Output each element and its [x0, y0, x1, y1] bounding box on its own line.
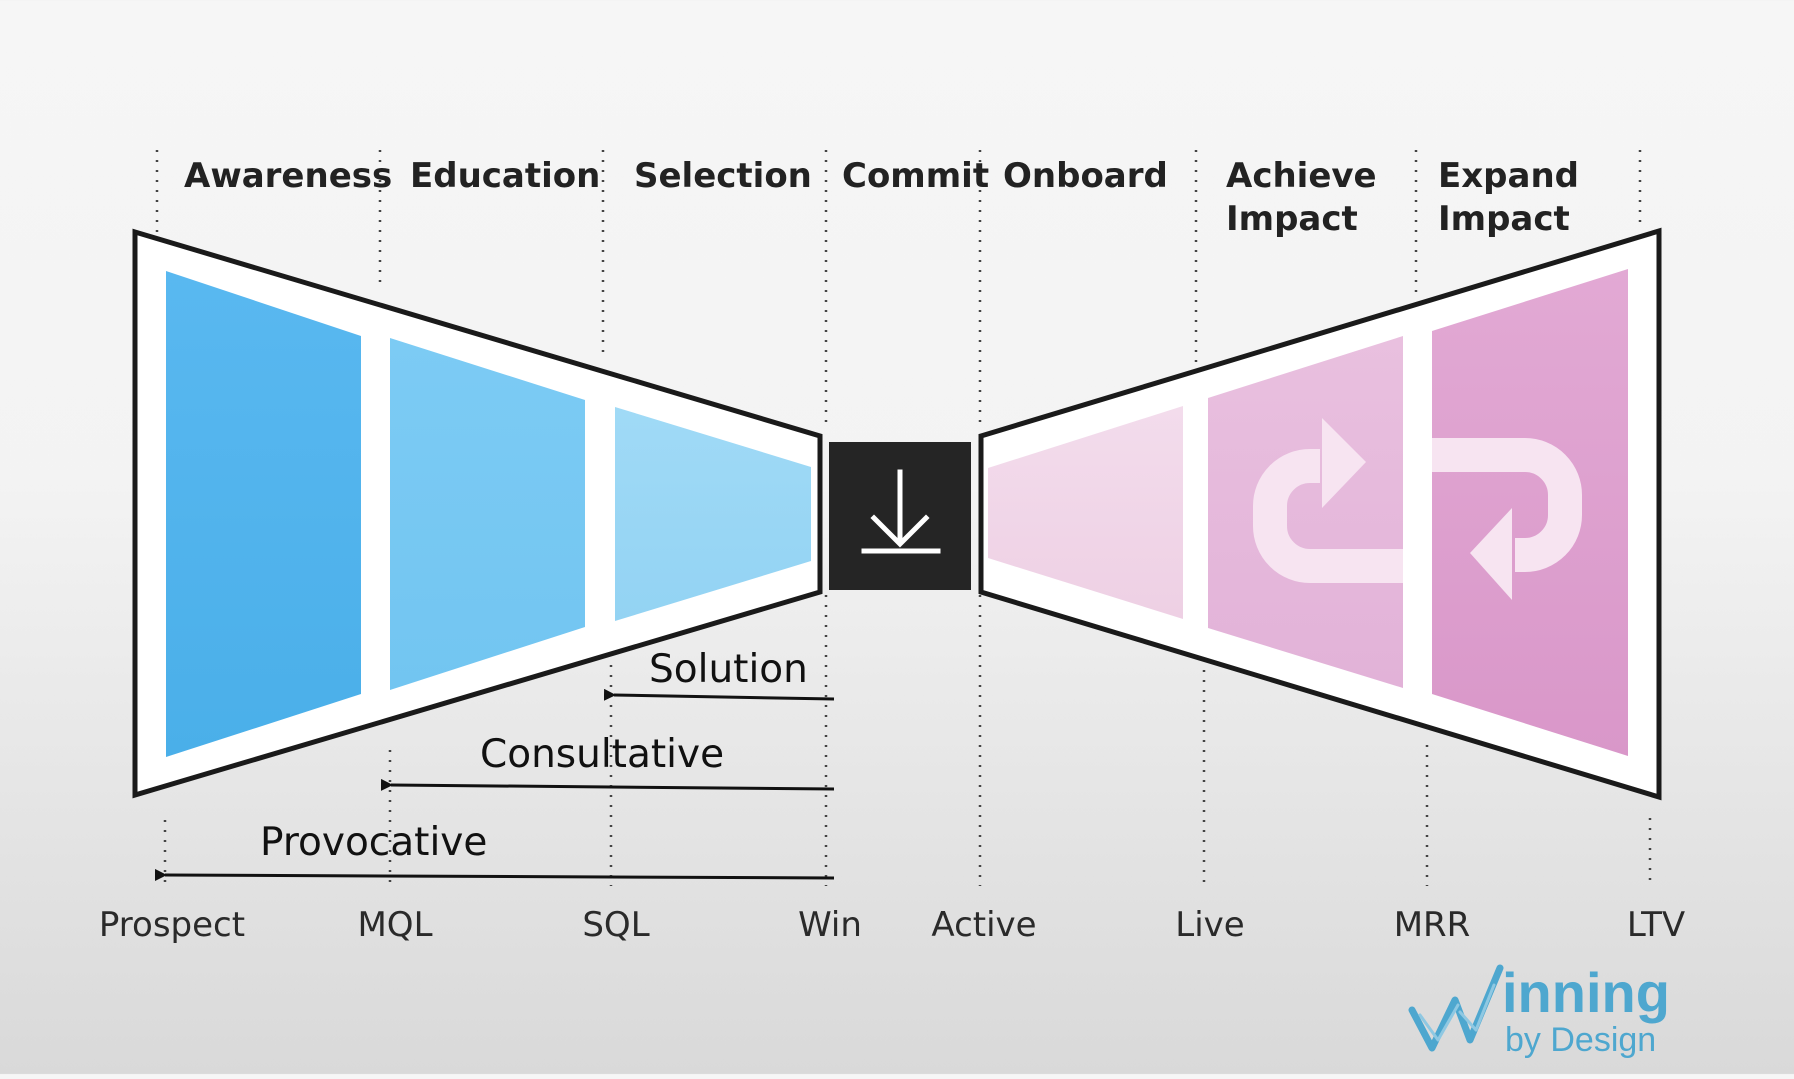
consultative-label: Consultative — [480, 732, 724, 777]
achieve-impact-segment — [1208, 336, 1403, 688]
logo-tagline: by Design — [1505, 1021, 1656, 1059]
stage-achieve-impact-line2: Impact — [1226, 199, 1358, 239]
awareness-segment — [166, 271, 361, 757]
stage-commit: Commit — [842, 156, 989, 196]
selection-segment — [615, 407, 811, 621]
consultative-arrow — [380, 778, 835, 791]
provocative-arrow — [154, 868, 835, 881]
milestone-active: Active — [931, 905, 1036, 945]
sales-motions: Solution Consultative Provocative — [154, 647, 835, 881]
stage-titles: Awareness Education Selection Commit Onb… — [184, 156, 1579, 239]
milestone-prospect: Prospect — [99, 905, 245, 945]
stage-expand-impact-line1: Expand — [1438, 156, 1579, 196]
loop-arrow-up-icon — [1253, 418, 1403, 583]
stage-expand-impact-line2: Impact — [1438, 199, 1570, 239]
download-arrow-icon — [861, 469, 941, 554]
stage-education: Education — [410, 156, 600, 196]
commit-box — [829, 442, 971, 590]
milestone-live: Live — [1175, 905, 1244, 945]
stage-achieve-impact-line1: Achieve — [1226, 156, 1377, 196]
milestone-sql: SQL — [582, 905, 649, 945]
solution-arrow — [603, 688, 835, 701]
milestones: Prospect MQL SQL Win Active Live MRR LTV — [99, 905, 1685, 945]
logo-w-mark — [1408, 964, 1504, 1052]
milestone-mql: MQL — [357, 905, 432, 945]
solution-label: Solution — [649, 647, 808, 692]
loop-arrow-down-icon — [1432, 438, 1582, 600]
stage-onboard: Onboard — [1003, 156, 1168, 196]
stage-selection: Selection — [634, 156, 812, 196]
expand-impact-segment — [1432, 269, 1628, 756]
education-segment — [390, 338, 585, 690]
onboard-segment — [988, 406, 1183, 619]
provocative-label: Provocative — [260, 820, 487, 865]
milestone-mrr: MRR — [1394, 905, 1471, 945]
winning-by-design-logo: inning by Design — [1408, 961, 1670, 1059]
stage-dividers — [155, 150, 1652, 886]
stage-awareness: Awareness — [184, 156, 392, 196]
milestone-ltv: LTV — [1627, 905, 1685, 945]
milestone-win: Win — [798, 905, 862, 945]
logo-word: inning — [1502, 961, 1670, 1024]
